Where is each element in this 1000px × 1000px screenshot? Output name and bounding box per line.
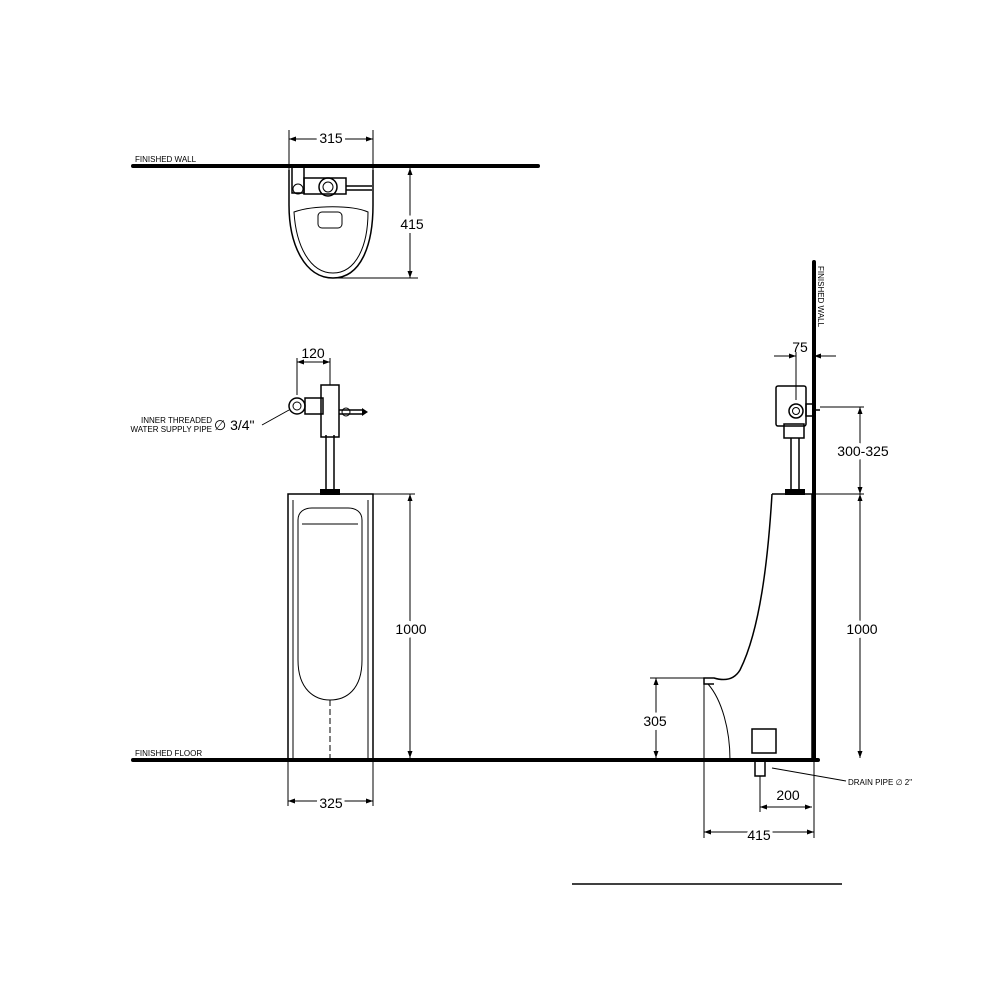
dim-drain-offset: 200 <box>776 787 800 803</box>
dim-side-height: 1000 <box>846 621 877 637</box>
front-spud-flange <box>320 489 340 495</box>
finished-wall-label-side: FINISHED WALL <box>816 266 825 328</box>
plan-outlet-slot <box>317 211 343 229</box>
dim-front-width: 325 <box>319 795 343 811</box>
dim-side-wall-offset: 75 <box>792 339 808 355</box>
plan-bowl-inner <box>293 206 369 274</box>
dim-plan-width: 315 <box>319 130 343 146</box>
finished-floor-label: FINISHED FLOOR <box>135 749 202 758</box>
drain-pipe-note: DRAIN PIPE ∅ 2" <box>848 778 912 787</box>
plan-flush-valve <box>291 166 372 197</box>
front-urinal-recess <box>297 507 363 701</box>
plan-view: FINISHED WALL 315 415 <box>131 127 540 279</box>
dim-side-lip-height: 305 <box>643 713 667 729</box>
dim-side-valve-height: 300-325 <box>837 443 889 459</box>
front-elevation: FINISHED FLOOR 120 INNER THREADED <box>130 345 820 814</box>
side-drain-outlet <box>754 759 766 777</box>
side-flush-valve <box>775 385 820 439</box>
dim-plan-depth: 415 <box>400 216 424 232</box>
side-elevation: FINISHED WALL 75 300-325 1000 <box>639 260 912 846</box>
dim-front-height: 1000 <box>395 621 426 637</box>
supply-pipe-note-line1: INNER THREADED <box>141 416 212 425</box>
supply-pipe-size: ∅ 3/4" <box>214 417 255 433</box>
dim-side-depth: 415 <box>747 827 771 843</box>
side-mounting-bracket <box>751 728 777 754</box>
dim-valve-offset: 120 <box>301 345 325 361</box>
supply-pipe-note-line2: WATER SUPPLY PIPE <box>130 425 212 434</box>
front-flush-valve <box>288 384 368 438</box>
side-urinal-inner <box>707 683 731 761</box>
side-urinal-profile <box>703 493 813 760</box>
finished-wall-label-plan: FINISHED WALL <box>135 155 197 164</box>
